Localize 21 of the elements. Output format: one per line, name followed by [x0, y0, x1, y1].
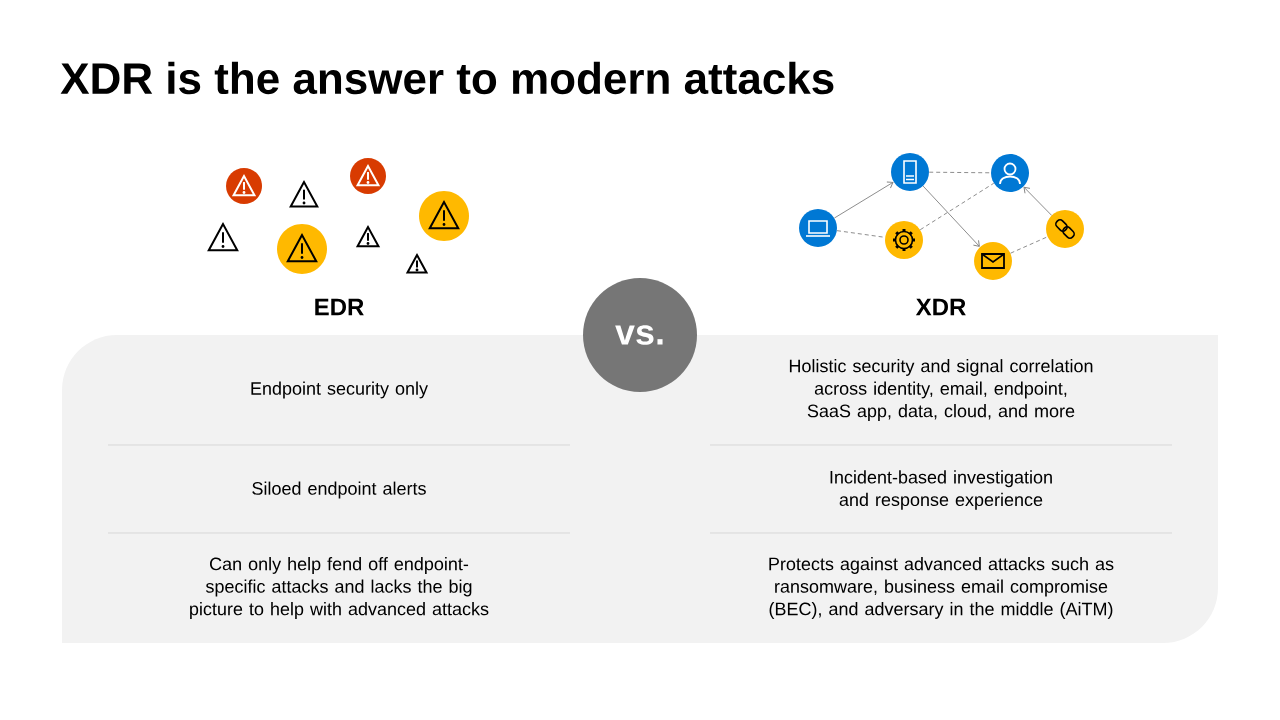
arrow [1023, 186, 1052, 216]
table-cell-text: Siloed endpoint alerts [252, 481, 426, 499]
mail-icon [974, 242, 1012, 280]
table-cell-text: Protects against advanced attacks such as ransomware, business email compromise (BEC), and adversary in the middle (AiTM) [769, 557, 1114, 619]
title: XDR is the answer to modern attacks [60, 61, 834, 95]
table-cell-text: Can only help fend off endpoint-specific attacks and lacks the big picture to help with advanced attacks [190, 557, 489, 619]
column-heading: EDR [315, 298, 364, 316]
dashed-connector [1010, 236, 1048, 254]
dashed-connector [928, 171, 992, 174]
laptop-icon [799, 209, 837, 247]
table-cell-text: Holistic security and signal correlation across identity, email, endpoint, SaaS app, data, cloud, and more [789, 359, 1093, 421]
dashed-connector [919, 182, 995, 231]
gear-icon [885, 221, 923, 259]
table-cell-text: Incident-based investigation and response experience [830, 470, 1052, 510]
user-icon [991, 154, 1029, 192]
arrow [833, 181, 894, 219]
column-heading: XDR [915, 298, 966, 316]
arrow [922, 185, 980, 247]
link-icon [1046, 210, 1084, 248]
server-icon [891, 153, 929, 191]
table-cell-text: Endpoint security only [251, 381, 428, 399]
